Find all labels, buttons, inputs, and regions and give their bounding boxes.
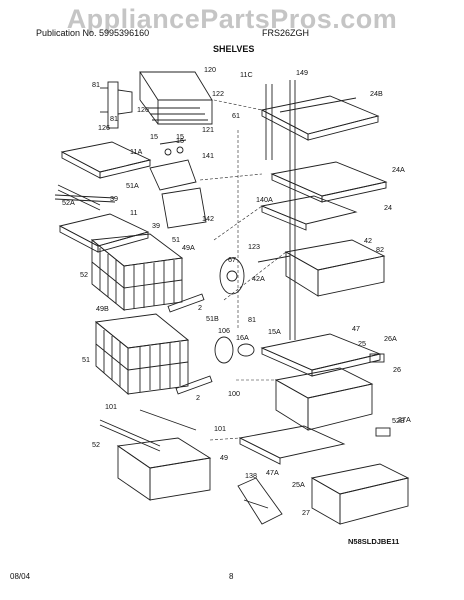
part-label: 25	[358, 339, 366, 348]
part-label: 2	[196, 393, 200, 402]
part-42-crisper	[257, 239, 386, 297]
part-label: 11C	[240, 70, 253, 79]
publication-number: Publication No. 5995396160	[36, 28, 150, 38]
part-120-drawer-frame	[139, 71, 213, 125]
part-label: 123	[248, 242, 260, 251]
part-label: 140A	[256, 195, 273, 204]
part-label: 49	[220, 453, 228, 462]
model-number: FRS26ZGH	[262, 28, 310, 38]
part-label: 27	[302, 508, 310, 517]
part-11a-shelf	[57, 141, 152, 211]
part-label: 51	[82, 355, 90, 364]
part-label: 11A	[130, 147, 142, 156]
part-24-shelf	[260, 195, 358, 231]
part-label: 27A	[398, 415, 411, 424]
part-26a-bracket	[369, 353, 391, 437]
part-label: 47A	[266, 468, 279, 477]
part-label: 49B	[96, 304, 109, 313]
part-27-bin	[310, 463, 410, 525]
footer-page: 8	[229, 572, 234, 581]
part-label: 149	[296, 68, 308, 77]
assembly-guides	[199, 99, 287, 441]
part-47a-cover	[238, 425, 346, 465]
part-label: 15	[176, 132, 184, 141]
part-label: 100	[228, 389, 240, 398]
part-label: 49A	[182, 243, 195, 252]
part-label: 39	[152, 221, 160, 230]
part-label: 126	[98, 123, 110, 132]
part-label: 42A	[252, 274, 265, 283]
part-138-bin	[237, 477, 283, 525]
part-label: 138	[245, 471, 257, 480]
part-61-bracket	[265, 80, 296, 340]
part-label: 101	[105, 402, 117, 411]
part-11-shelf	[58, 213, 150, 253]
part-126-rail	[100, 81, 133, 129]
part-label: 61	[232, 111, 240, 120]
watermark: AppliancePartsPros.com	[66, 4, 398, 34]
part-label: 15A	[268, 327, 281, 336]
part-label: 81	[248, 315, 256, 324]
part-49-bin	[99, 409, 212, 501]
part-39-rail	[54, 194, 116, 203]
part-142-cover	[161, 187, 207, 229]
part-label: 67	[228, 255, 236, 264]
part-label: 101	[214, 424, 226, 433]
part-label: 39	[110, 194, 118, 203]
part-106-control	[214, 336, 255, 364]
part-label: 11	[130, 208, 137, 217]
part-67-control	[219, 257, 245, 295]
part-label: 51B	[206, 314, 219, 323]
part-label: 2	[198, 303, 202, 312]
part-label: 106	[218, 326, 230, 335]
part-label: 15	[176, 136, 184, 145]
part-label: 120	[204, 65, 216, 74]
part-label: 141	[202, 151, 214, 160]
part-label: 52	[80, 270, 88, 279]
part-label: 25A	[292, 480, 305, 489]
part-label: 122	[212, 89, 224, 98]
part-label: 15	[150, 132, 158, 141]
part-label: 26A	[384, 334, 397, 343]
part-label: 82	[376, 245, 384, 254]
part-49b-wire-basket	[94, 313, 190, 395]
part-51-wire-basket	[90, 233, 184, 311]
footer-date: 08/04	[10, 572, 31, 581]
section-title: SHELVES	[213, 44, 255, 54]
part-label: 51A	[126, 181, 139, 190]
part-label: 121	[202, 125, 214, 134]
part-label: 51	[172, 235, 180, 244]
part-label: 24	[384, 203, 392, 212]
part-label: 24B	[370, 89, 383, 98]
part-label: 52B	[392, 416, 405, 425]
part-label: 26	[393, 365, 401, 374]
part-label: 16A	[236, 333, 249, 342]
part-2-rod	[167, 293, 213, 395]
part-149-glass-shelf	[260, 95, 380, 141]
part-label: 24A	[392, 165, 405, 174]
part-label: 81	[92, 80, 100, 89]
part-label: 52	[92, 440, 100, 449]
part-label: 47	[352, 324, 360, 333]
part-label: 142	[202, 214, 214, 223]
part-25-crisper	[274, 367, 374, 431]
part-label: 52A	[62, 198, 75, 207]
part-141-bracket	[149, 139, 197, 191]
part-label: 126	[137, 105, 149, 114]
part-label: 81	[110, 114, 118, 123]
part-24a-shelf	[270, 161, 388, 203]
part-label: 42	[364, 236, 372, 245]
diagram-code: N58SLDJBE11	[348, 537, 400, 546]
